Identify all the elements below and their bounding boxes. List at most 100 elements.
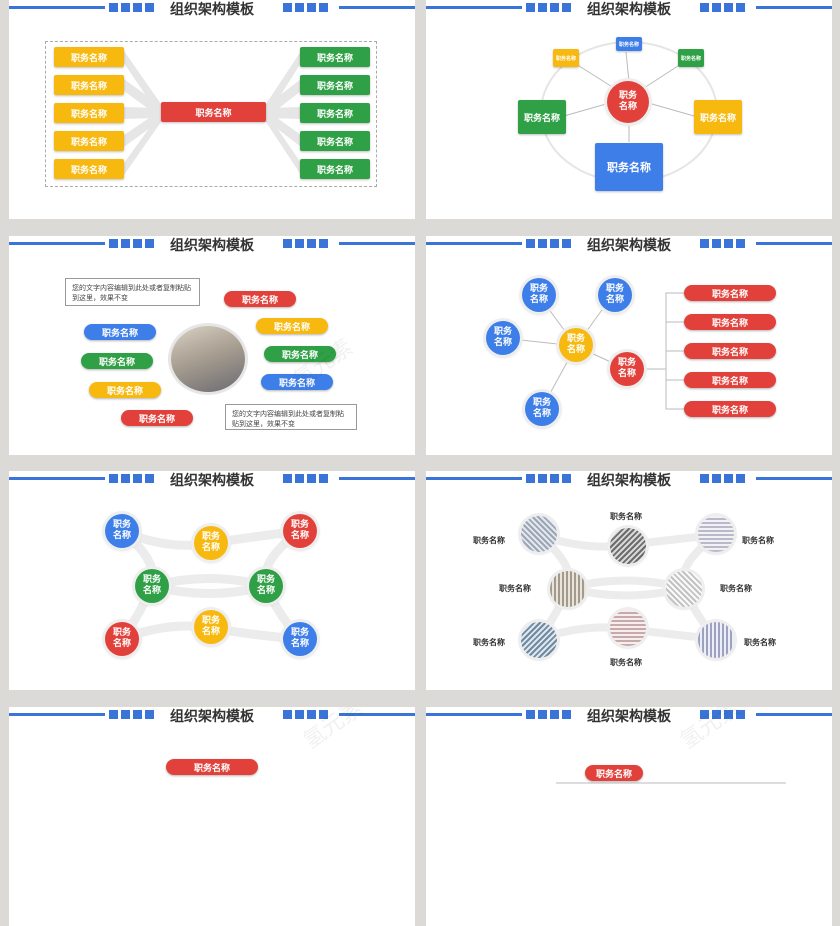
role-circle[interactable]: 职务名称: [105, 622, 139, 656]
role-circle[interactable]: 职务名称: [135, 569, 169, 603]
slide-8[interactable]: 组织架构模板 职务名称 氢元素: [426, 707, 832, 926]
header-square: [736, 474, 745, 483]
header-square: [295, 710, 304, 719]
header-bar-right: [339, 242, 415, 245]
header-bar-right: [756, 242, 832, 245]
role-box[interactable]: 职务名称: [300, 47, 370, 67]
role-pill[interactable]: 职务名称: [684, 372, 776, 388]
role-label: 职务名称: [610, 512, 642, 521]
role-pill[interactable]: 职务名称: [166, 759, 258, 775]
role-circle[interactable]: 职务名称: [486, 321, 520, 355]
header-square: [307, 239, 316, 248]
role-box-small[interactable]: 职务名称: [678, 49, 704, 67]
role-box[interactable]: 职务名称: [300, 75, 370, 95]
role-box[interactable]: 职务名称: [54, 159, 124, 179]
role-pill[interactable]: 职务名称: [264, 346, 336, 362]
role-pill[interactable]: 职务名称: [684, 285, 776, 301]
role-pill[interactable]: 职务名称: [684, 343, 776, 359]
role-box-large[interactable]: 职务名称: [595, 143, 663, 191]
slide-1[interactable]: 组织架构模板 职务名称 职务名称 职务名称 职务名称 职务名称 职务名称 职务名…: [9, 0, 415, 219]
header-square: [283, 3, 292, 12]
header-bar-right: [339, 6, 415, 9]
role-pill[interactable]: 职务名称: [84, 324, 156, 340]
role-box[interactable]: 职务名称: [300, 159, 370, 179]
role-circle[interactable]: 职务名称: [610, 352, 644, 386]
role-label: 职务名称: [742, 536, 774, 545]
role-pill[interactable]: 职务名称: [224, 291, 296, 307]
connector-ribbons: [118, 526, 304, 644]
role-circle[interactable]: 职务名称: [194, 526, 228, 560]
role-box[interactable]: 职务名称: [54, 47, 124, 67]
slide-2[interactable]: 组织架构模板 职务名称 职务名称 职务名称 职务名称 职务名称 职务名称 职务名…: [426, 0, 832, 219]
slide-title: 组织架构模板: [587, 238, 671, 254]
role-box-small[interactable]: 职务名称: [616, 37, 642, 51]
header-square: [133, 239, 142, 248]
texture-circle: [521, 516, 557, 552]
slide-title: 组织架构模板: [170, 473, 254, 489]
header-square: [295, 239, 304, 248]
role-circle[interactable]: 职务名称: [194, 610, 228, 644]
role-circle[interactable]: 职务名称: [283, 514, 317, 548]
header-square: [562, 3, 571, 12]
header-bar-left: [426, 477, 522, 480]
role-box[interactable]: 职务名称: [54, 131, 124, 151]
header-square: [133, 474, 142, 483]
role-label: 职务名称: [610, 658, 642, 667]
role-pill[interactable]: 职务名称: [684, 401, 776, 417]
role-circle-center[interactable]: 职务名称: [559, 328, 593, 362]
slide-7[interactable]: 组织架构模板 职务名称 氢元素: [9, 707, 415, 926]
connector-lines: [556, 782, 786, 784]
role-pill[interactable]: 职务名称: [585, 765, 643, 781]
role-box-center[interactable]: 职务名称: [161, 102, 266, 122]
slide-4[interactable]: 组织架构模板 职务名称 职务名称 职务名称 职务名称 职务名称 职务名称 职务名…: [426, 236, 832, 455]
slide-header: 组织架构模板: [9, 471, 415, 493]
slide-header: 组织架构模板: [426, 0, 832, 22]
role-pill[interactable]: 职务名称: [81, 353, 153, 369]
header-square: [319, 710, 328, 719]
header-square: [295, 474, 304, 483]
header-bar-right: [756, 713, 832, 716]
header-square: [562, 239, 571, 248]
header-square: [724, 239, 733, 248]
slide-5[interactable]: 组织架构模板 职务名称 职务名称 职务名称 职务名称 职务名称 职务名称 职务名…: [9, 471, 415, 690]
role-circle[interactable]: 职务名称: [283, 622, 317, 656]
header-square: [133, 3, 142, 12]
header-square: [712, 710, 721, 719]
frame: [45, 41, 377, 187]
role-label: 职务名称: [720, 584, 752, 593]
role-box[interactable]: 职务名称: [54, 103, 124, 123]
slide-header: 组织架构模板: [9, 707, 415, 729]
slide-title: 组织架构模板: [587, 709, 671, 725]
header-square: [736, 3, 745, 12]
role-circle[interactable]: 职务名称: [249, 569, 283, 603]
role-box[interactable]: 职务名称: [518, 100, 566, 134]
role-box[interactable]: 职务名称: [694, 100, 742, 134]
header-square: [307, 3, 316, 12]
header-square: [736, 710, 745, 719]
role-pill[interactable]: 职务名称: [256, 318, 328, 334]
role-box-small[interactable]: 职务名称: [553, 49, 579, 67]
slide-header: 组织架构模板: [9, 0, 415, 22]
header-square: [319, 474, 328, 483]
role-circle[interactable]: 职务名称: [525, 392, 559, 426]
header-square: [724, 3, 733, 12]
header-bar-left: [9, 6, 105, 9]
header-bar-right: [756, 6, 832, 9]
slide-6[interactable]: 组织架构模板 职务名称 职务名称 职务名称 职务名称 职务名称 职务名称 职务名…: [426, 471, 832, 690]
header-square: [121, 239, 130, 248]
role-box[interactable]: 职务名称: [54, 75, 124, 95]
role-circle[interactable]: 职务名称: [522, 278, 556, 312]
team-photo: [171, 326, 245, 392]
role-circle[interactable]: 职务名称: [598, 278, 632, 312]
role-circle-center[interactable]: 职务名称: [607, 81, 649, 123]
role-box[interactable]: 职务名称: [300, 103, 370, 123]
role-pill[interactable]: 职务名称: [261, 374, 333, 390]
header-square: [133, 710, 142, 719]
role-box[interactable]: 职务名称: [300, 131, 370, 151]
role-pill[interactable]: 职务名称: [684, 314, 776, 330]
slide-3[interactable]: 组织架构模板 您的文字内容编辑到此处或者复制粘贴到这里，效果不变 您的文字内容编…: [9, 236, 415, 455]
role-pill[interactable]: 职务名称: [89, 382, 161, 398]
header-square: [538, 474, 547, 483]
role-pill[interactable]: 职务名称: [121, 410, 193, 426]
role-circle[interactable]: 职务名称: [105, 514, 139, 548]
